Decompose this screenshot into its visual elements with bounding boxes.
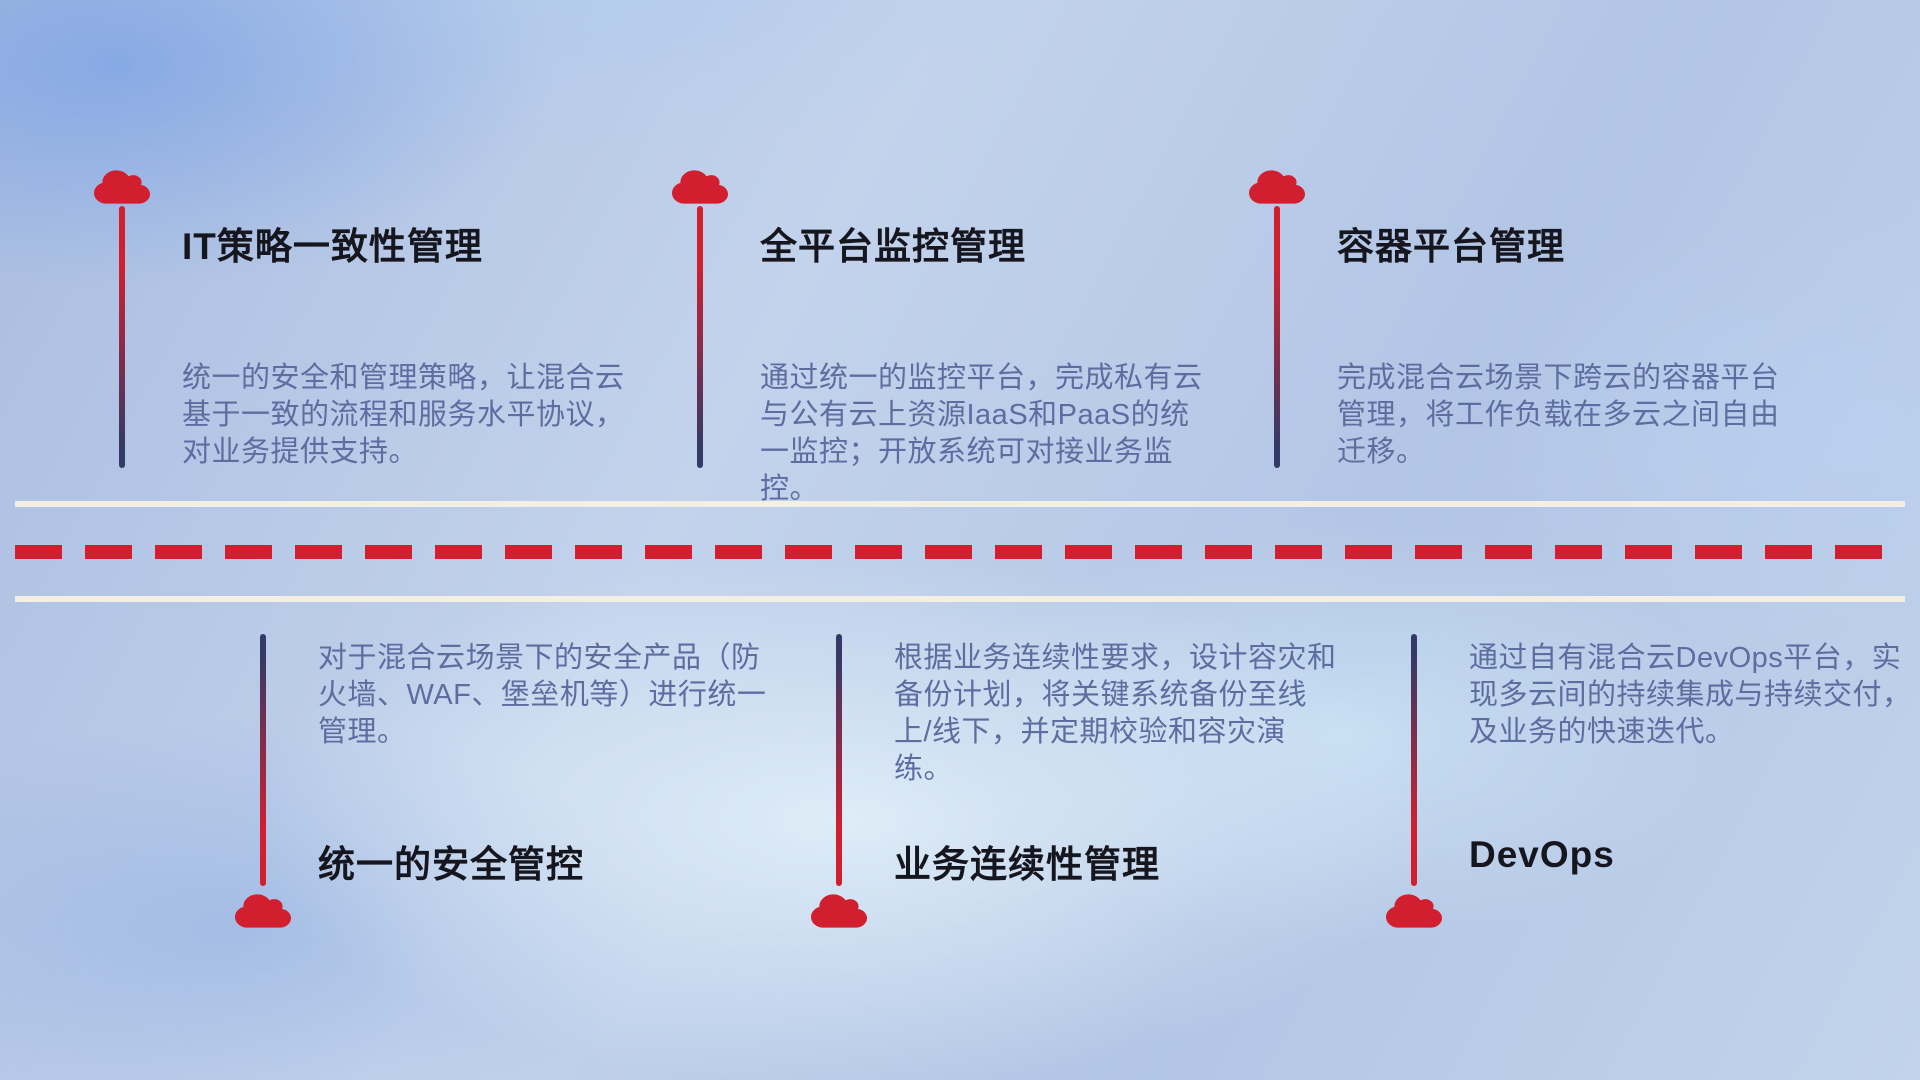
cloud-icon (672, 168, 728, 206)
feature-description: 通过自有混合云DevOps平台，实现多云间的持续集成与持续交付，及业务的快速迭代… (1469, 642, 1912, 748)
feature-title: DevOps (1469, 834, 1615, 875)
connector-line (1411, 634, 1417, 886)
feature-title: 容器平台管理 (1337, 226, 1565, 267)
feature-description: 统一的安全和管理策略，让混合云基于一致的流程和服务水平协议，对业务提供支持。 (182, 362, 625, 468)
road-edge-bottom (15, 596, 1905, 602)
feature-title: 统一的安全管控 (318, 844, 584, 885)
connector-line (1274, 206, 1280, 468)
feature-title: 业务连续性管理 (894, 844, 1160, 885)
cloud-icon (1249, 168, 1305, 206)
feature-description: 完成混合云场景下跨云的容器平台管理，将工作负载在多云之间自由迁移。 (1337, 362, 1780, 468)
connector-line (697, 206, 703, 468)
connector-line (119, 206, 125, 468)
feature-description: 根据业务连续性要求，设计容灾和备份计划，将关键系统备份至线上/线下，并定期校验和… (894, 642, 1337, 785)
cloud-icon (1386, 892, 1442, 930)
cloud-icon (811, 892, 867, 930)
feature-title: IT策略一致性管理 (182, 226, 483, 267)
feature-title: 全平台监控管理 (760, 226, 1026, 267)
road-edge-top (15, 501, 1905, 507)
cloud-icon (94, 168, 150, 206)
feature-description: 对于混合云场景下的安全产品（防火墙、WAF、堡垒机等）进行统一管理。 (318, 642, 767, 748)
connector-line (260, 634, 266, 886)
feature-description: 通过统一的监控平台，完成私有云与公有云上资源IaaS和PaaS的统一监控；开放系… (760, 362, 1203, 505)
cloud-icon (235, 892, 291, 930)
connector-line (836, 634, 842, 886)
road-dashed-centerline (15, 545, 1905, 559)
